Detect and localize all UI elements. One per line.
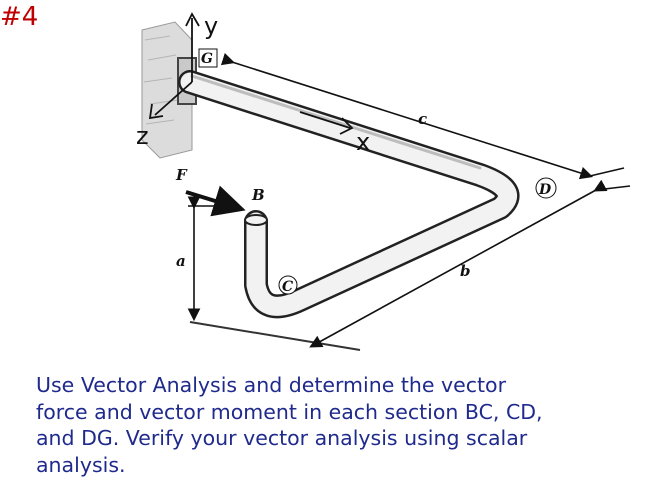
- problem-statement-line: Use Vector Analysis and determine the ve…: [36, 373, 507, 397]
- dimension-b: [309, 179, 631, 348]
- bent-rod-figure: c b a F G B C D y z x: [136, 12, 631, 351]
- problem-statement-line: and DG. Verify your vector analysis usin…: [36, 426, 528, 450]
- wall-support: [141, 21, 197, 159]
- dimension-label-a: a: [176, 252, 186, 270]
- coordinate-axes: [148, 12, 354, 135]
- problem-number: #4: [0, 2, 39, 32]
- problem-statement-line: force and vector moment in each section …: [36, 399, 543, 424]
- point-label-c: C: [282, 279, 293, 295]
- dimension-a: [187, 196, 236, 322]
- ground-line: [189, 321, 361, 351]
- rod-end-cap: [244, 214, 268, 226]
- problem-statement-line: analysis.: [36, 452, 126, 477]
- dimension-label-b: b: [460, 262, 471, 280]
- point-label-d: D: [538, 182, 552, 198]
- axis-label-y: y: [204, 12, 218, 40]
- force-label: F: [175, 166, 188, 184]
- axis-label-x: x: [356, 128, 370, 156]
- dimension-c: [220, 52, 625, 180]
- problem-statement: Use Vector Analysis and determine the ve…: [36, 372, 646, 478]
- force-arrow: [185, 185, 246, 217]
- axis-label-z: z: [136, 122, 149, 150]
- dimension-label-c: c: [418, 110, 427, 128]
- point-label-g: G: [201, 51, 213, 67]
- point-label-b: B: [251, 186, 265, 204]
